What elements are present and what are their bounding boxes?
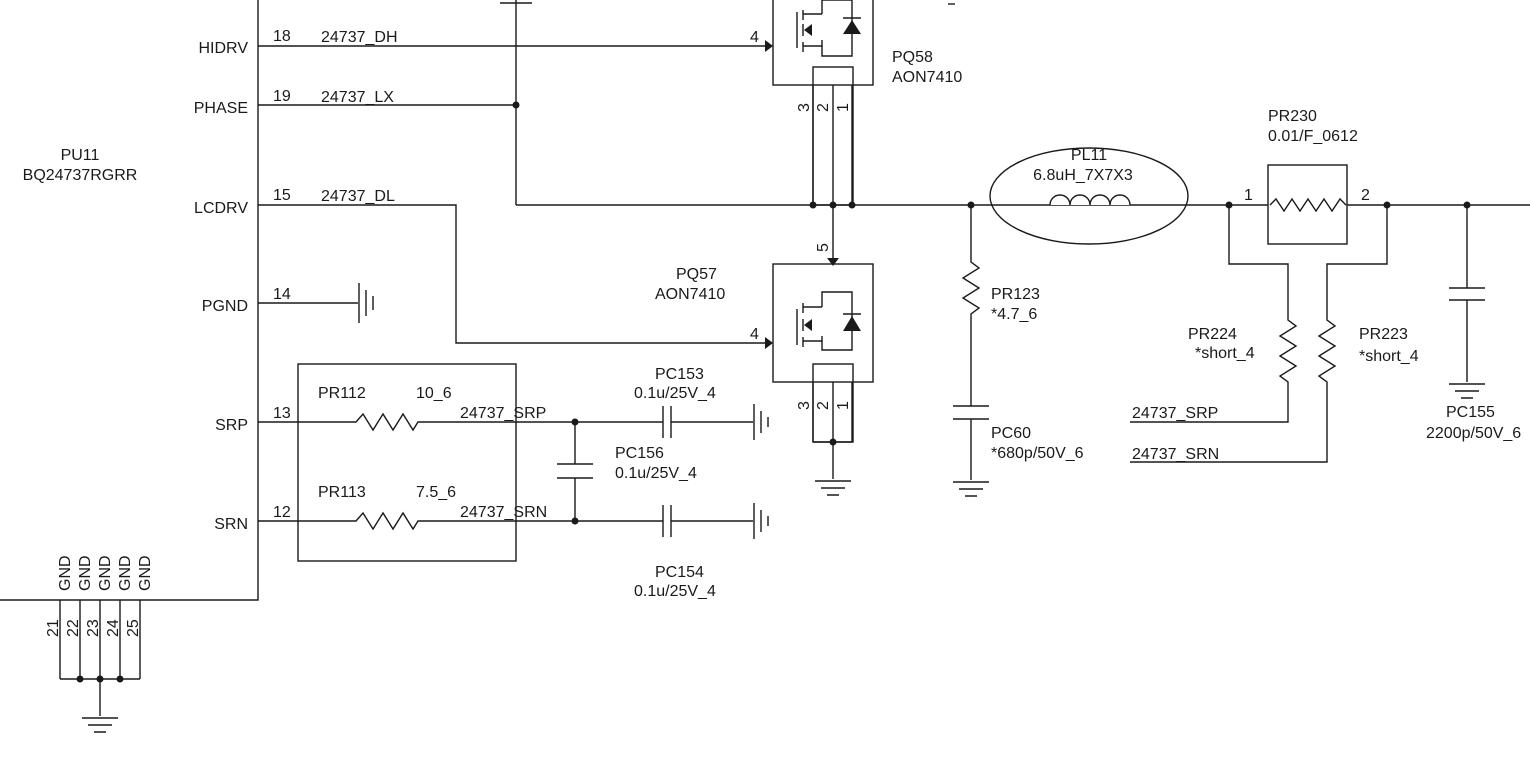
pc155-ref: PC155	[1446, 404, 1495, 421]
gnd-pin-num-23: 23	[85, 619, 102, 637]
pin-name-srp: SRP	[215, 417, 248, 434]
snubber: PR123 *4.7_6 PC60 *680p/50V_6	[953, 205, 1084, 497]
gnd-pin-label-2: GND	[77, 555, 94, 591]
net-label-dh: 24737_DH	[321, 29, 398, 46]
gnd-pin-label-1: GND	[57, 555, 74, 591]
pq57-pin-5: 5	[815, 243, 832, 252]
pq58-ref: PQ58	[892, 49, 933, 66]
pc154-ref: PC154	[655, 564, 704, 581]
pr123-value: *4.7_6	[991, 306, 1037, 323]
pq57-pin-1: 1	[835, 401, 852, 410]
junction	[96, 675, 104, 683]
net-label-srp-local: 24737_SRP	[460, 405, 546, 422]
pq58-part: AON7410	[892, 69, 962, 86]
ic-pu11: PU11 BQ24737RGRR HIDRV PHASE LCDRV PGND …	[0, 0, 398, 733]
pr223-value: *short_4	[1359, 348, 1419, 365]
pq57-ref: PQ57	[676, 266, 717, 283]
pc60-ref: PC60	[991, 425, 1031, 442]
pl11-ref: PL11	[1071, 147, 1107, 164]
gnd-pin-num-22: 22	[65, 619, 82, 637]
pc153-ref: PC153	[655, 366, 704, 383]
pr113-value: 7.5_6	[416, 484, 456, 501]
pin-num-12: 12	[273, 504, 291, 521]
ic-ref: PU11	[61, 147, 100, 164]
sense-resistor-pr230: PR230 0.01/F_0612 1 2	[1244, 108, 1370, 245]
junction	[116, 675, 124, 683]
pin-num-18: 18	[273, 28, 291, 45]
gnd-pin-num-21: 21	[45, 619, 62, 637]
gnd-pin-label-4: GND	[117, 555, 134, 591]
pr230-pin-2: 2	[1361, 187, 1370, 204]
pin-name-pgnd: PGND	[202, 298, 248, 315]
net-label-srn-remote: 24737_SRN	[1132, 446, 1219, 463]
gnd-pin-wires	[59, 600, 141, 716]
gnd-pin-num-24: 24	[105, 619, 122, 637]
pin-num-13: 13	[273, 405, 291, 422]
capacitor-pc155: PC155 2200p/50V_6	[1426, 205, 1521, 442]
pr113-ref: PR113	[318, 484, 366, 501]
net-label-lx: 24737_LX	[321, 89, 394, 106]
pr123-ref: PR123	[991, 286, 1040, 303]
sense-filter-network: PR112 10_6 PR113 7.5_6 24737_SRP 24737_S…	[258, 363, 769, 600]
gnd-pin-label-3: GND	[97, 555, 114, 591]
pin-name-srn: SRN	[214, 516, 248, 533]
pq57-pin-3: 3	[796, 401, 813, 410]
gnd-pin-num-25: 25	[125, 619, 142, 637]
pr112-value: 10_6	[416, 385, 452, 402]
pl11-value: 6.8uH_7X7X3	[1033, 167, 1133, 184]
pc153-value: 0.1u/25V_4	[634, 385, 716, 402]
pr230-ref: PR230	[1268, 108, 1317, 125]
junction	[76, 675, 84, 683]
pq57-pin-2: 2	[815, 401, 832, 410]
net-label-dl: 24737_DL	[321, 188, 395, 205]
net-label-srp-remote: 24737_SRP	[1132, 405, 1218, 422]
pr224-value: *short_4	[1195, 345, 1255, 362]
pr224-ref: PR224	[1188, 326, 1237, 343]
net-label-srn-local: 24737_SRN	[460, 504, 547, 521]
pin-num-19: 19	[273, 88, 291, 105]
pr223-ref: PR223	[1359, 326, 1408, 343]
pq58-gate-pin: 4	[750, 29, 759, 46]
mosfet-pq57: 5 PQ57 AON7410 4 3 2 1	[655, 205, 874, 496]
pc154-value: 0.1u/25V_4	[634, 583, 716, 600]
pin-num-15: 15	[273, 187, 291, 204]
pin-name-phase: PHASE	[194, 100, 248, 117]
pq58-pin-3: 3	[796, 103, 813, 112]
pq57-part: AON7410	[655, 286, 725, 303]
pin-name-lcdrv: LCDRV	[194, 200, 248, 217]
pc60-value: *680p/50V_6	[991, 445, 1084, 462]
inductor-pl11: PL11 6.8uH_7X7X3	[989, 147, 1189, 245]
mosfet-pq58: PQ58 AON7410 4 3 2 1	[750, 0, 962, 206]
pq58-pin-1: 1	[835, 103, 852, 112]
pq58-pin-2: 2	[815, 103, 832, 112]
pc156-ref: PC156	[615, 445, 664, 462]
pr230-value: 0.01/F_0612	[1268, 128, 1358, 145]
ground-symbol-pgnd	[358, 283, 374, 323]
ic-part: BQ24737RGRR	[23, 167, 138, 184]
pc155-value: 2200p/50V_6	[1426, 425, 1521, 442]
pr230-pin-1: 1	[1244, 187, 1253, 204]
sense-lines: PR224 *short_4 PR223 *short_4 24737_SRP …	[1130, 205, 1419, 463]
gnd-pin-label-5: GND	[137, 555, 154, 591]
pr112-ref: PR112	[318, 385, 366, 402]
ground-symbol	[82, 717, 118, 733]
pin-num-14: 14	[273, 286, 291, 303]
pc156-value: 0.1u/25V_4	[615, 465, 697, 482]
pin-name-hidrv: HIDRV	[199, 40, 249, 57]
pq57-gate-pin: 4	[750, 326, 759, 343]
